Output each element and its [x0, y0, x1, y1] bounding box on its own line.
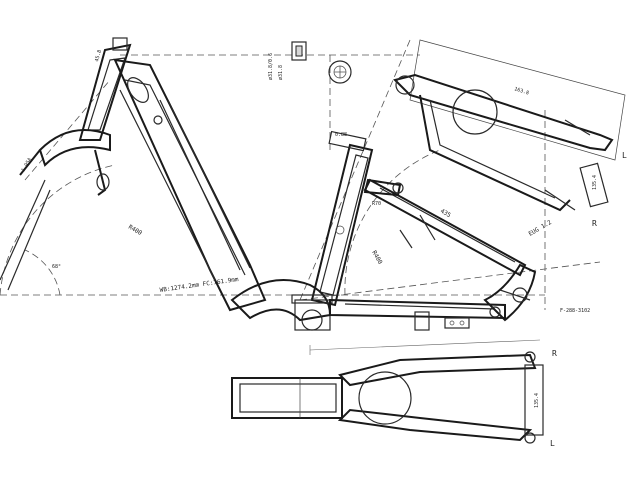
right-dim-top: 135.4 — [592, 175, 598, 190]
seat-stay-plan-view — [393, 39, 626, 212]
chain-stays — [329, 298, 506, 331]
l-top-label: L — [622, 151, 627, 160]
r-bottom-label: R — [552, 349, 557, 358]
detail-parts — [291, 41, 352, 84]
construction-lines — [0, 39, 601, 355]
chain-stay-plan-view — [231, 351, 544, 444]
l-bottom-label: L — [550, 439, 555, 448]
seat-tube — [310, 130, 374, 307]
head-tube-fork — [0, 37, 132, 291]
tube-mark-c: R70 — [372, 201, 381, 207]
wheelbase-label: WB:1274.2mm FC:761.9mm — [159, 276, 239, 294]
head-top-label: 0.88 — [335, 132, 347, 138]
radius-left-label: R400 — [127, 224, 143, 237]
radius-mid-label: R400 — [370, 250, 383, 266]
detail-top-label-2: ø31.8 — [278, 65, 284, 80]
right-dim-bottom: 135.4 — [534, 393, 540, 408]
stay-dim-label: 163.8 — [513, 86, 529, 96]
angle-head-label: 68° — [52, 264, 61, 270]
drawing-number-label: F-288-3102 — [560, 308, 590, 314]
down-tube — [113, 58, 267, 312]
detail-top-label: ø31.8/0.6 — [268, 53, 274, 80]
r-top-label: R — [592, 219, 597, 228]
tube-mark-b: 45.8 — [94, 49, 103, 62]
tube-mark-a: 1.95A — [21, 157, 34, 173]
seat-stays — [363, 178, 527, 277]
seat-stay-label: EUG 1.2 — [528, 219, 554, 238]
chain-stay-length-label: 435 — [439, 208, 452, 220]
rear-dropout — [483, 263, 537, 322]
